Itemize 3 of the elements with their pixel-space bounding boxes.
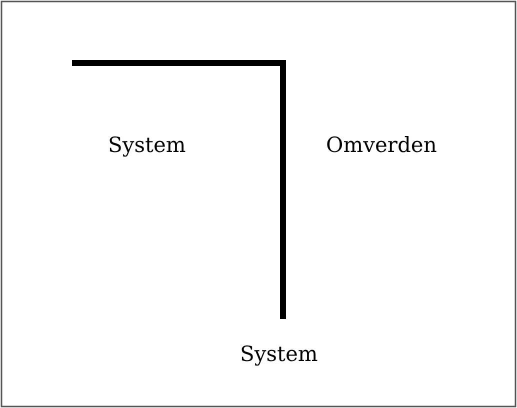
region-label: Omverden (326, 132, 437, 158)
region-label: System (240, 341, 318, 367)
region-label: System (108, 132, 186, 158)
